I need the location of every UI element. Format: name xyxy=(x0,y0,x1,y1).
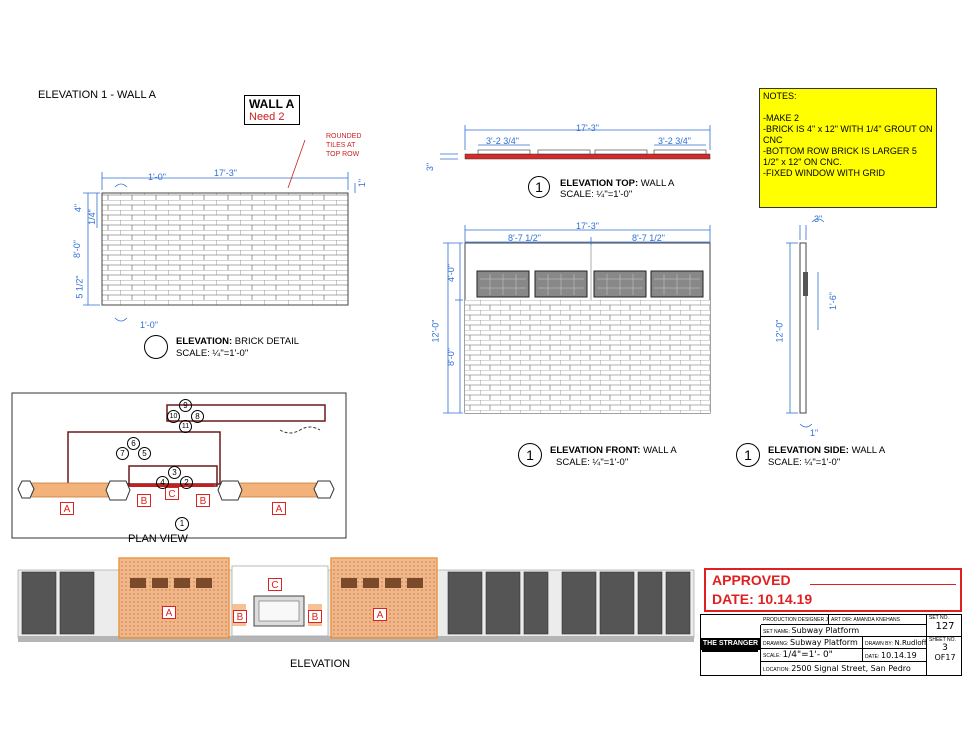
note-item: -FIXED WINDOW WITH GRID xyxy=(763,168,885,178)
wall-a-right-highlight xyxy=(330,557,438,639)
note-item: -BRICK IS 4" x 12" WITH 1/4" GROUT ON CN… xyxy=(763,124,933,145)
brick-width-dim: 17'-3" xyxy=(214,168,237,178)
elev-front-number: 1 xyxy=(518,443,542,467)
elevation-strip-title: ELEVATION xyxy=(290,658,351,670)
plan-marker-9: 9 xyxy=(179,399,192,412)
strip-tag-a-right: A xyxy=(373,608,387,621)
brick-left-quarter-dim: 1/4" xyxy=(86,209,97,225)
wall-box-title: WALL A xyxy=(249,97,295,111)
top-side-dim: 3" xyxy=(425,162,436,172)
front-windows xyxy=(476,270,704,298)
elev-side-number: 1 xyxy=(736,443,760,467)
elev-front-scale: SCALE: ¼"=1'-0" xyxy=(556,457,629,468)
front-right-half-dim: 8'-7 1/2" xyxy=(632,233,665,243)
side-view-wall xyxy=(799,242,807,414)
strip-tag-b-left: B xyxy=(233,610,247,623)
notes-title: NOTES: xyxy=(763,91,797,101)
plan-marker-6: 6 xyxy=(127,437,140,450)
sheet-title: ELEVATION 1 - WALL A xyxy=(38,89,156,101)
plan-marker-1: 1 xyxy=(175,517,189,531)
plan-marker-3: 3 xyxy=(168,466,181,479)
top-left-seg-dim: 3'-2 3/4" xyxy=(486,136,519,146)
brick-right-dim: 1" xyxy=(357,178,368,188)
approved-stamp: APPROVED DATE: 10.14.19 xyxy=(704,568,962,612)
side-bottom-dim: 1" xyxy=(810,428,819,438)
front-height-dim: 12'-0" xyxy=(430,319,441,343)
top-width-dim: 17'-3" xyxy=(576,123,599,133)
brick-left-half-dim: 5 1/2" xyxy=(74,275,85,299)
tb-sheet-no-cell: SHEET NO. 3 OF17 xyxy=(929,637,956,662)
brick-detail-scale: SCALE: ¼"=1'-0" xyxy=(176,348,249,359)
plan-marker-5: 5 xyxy=(138,447,151,460)
tb-drawn-by: DRAWN BY: N.Rudloff xyxy=(863,637,927,649)
plan-marker-7: 7 xyxy=(116,447,129,460)
brick-left-height-dim: 8'-0" xyxy=(71,240,82,258)
tb-drawing: DRAWING: Subway Platform xyxy=(761,637,863,649)
tb-scale: SCALE: 1/4"=1'- 0" xyxy=(761,649,863,662)
side-height-dim: 12'-0" xyxy=(774,319,785,343)
side-mid-dim: 1'-6" xyxy=(827,292,838,310)
top-view-wall xyxy=(464,153,711,160)
elev-front-label: ELEVATION FRONT: WALL A xyxy=(550,445,677,456)
tb-production-designer: PRODUCTION DESIGNER JENNY MOLLER xyxy=(761,615,829,625)
plan-marker-4: 4 xyxy=(156,476,169,489)
front-left-half-dim: 8'-7 1/2" xyxy=(508,233,541,243)
notes-box: NOTES: -MAKE 2 -BRICK IS 4" x 12" WITH 1… xyxy=(759,88,937,208)
front-bottom-dim: 8'-0" xyxy=(445,348,456,366)
side-top-dim: 3" xyxy=(814,214,823,224)
brick-detail-label: ELEVATION: BRICK DETAIL xyxy=(176,336,299,347)
tb-set-name: SET NAME: Subway Platform xyxy=(761,625,927,637)
elev-top-scale: SCALE: ¼"=1'-0" xyxy=(560,189,633,200)
title-block: PRODUCTION DESIGNER JENNY MOLLER ART DIR… xyxy=(700,614,962,676)
plan-marker-10: 10 xyxy=(167,410,180,423)
wall-label-box: WALL A Need 2 xyxy=(244,95,300,125)
plan-marker-8: 8 xyxy=(191,410,204,423)
note-item: -BOTTOM ROW BRICK IS LARGER 5 1/2" x 12"… xyxy=(763,146,917,167)
note-item: -MAKE 2 xyxy=(763,113,800,123)
brick-bottom-dim: 1'-0" xyxy=(140,320,158,330)
strip-tag-b-right: B xyxy=(308,610,322,623)
plan-view-title: PLAN VIEW xyxy=(128,533,188,545)
elev-top-number: 1 xyxy=(528,176,550,198)
front-top-dim: 4'-0" xyxy=(445,264,456,282)
elev-top-label: ELEVATION TOP: WALL A xyxy=(560,178,675,189)
strip-tag-a-left: A xyxy=(162,606,176,619)
plan-marker-2: 2 xyxy=(180,476,193,489)
plan-marker-11: 11 xyxy=(179,420,192,433)
brick-left-top-dim: 4" xyxy=(73,203,84,213)
front-width-dim: 17'-3" xyxy=(576,221,599,231)
tb-logo-cell: THE STRANGER xyxy=(701,625,761,675)
wall-box-need: Need 2 xyxy=(249,111,285,123)
tb-date: DATE: 10.14.19 xyxy=(863,649,927,662)
plan-tag-c: C xyxy=(165,487,179,500)
elev-side-label: ELEVATION SIDE: WALL A xyxy=(768,445,886,456)
brick-detail-wall xyxy=(101,192,349,306)
strip-tag-c: C xyxy=(268,578,282,591)
tb-set-no-cell: SET NO. 127 xyxy=(927,615,961,637)
plan-tag-b-left: B xyxy=(137,494,151,507)
tb-location: LOCATION: 2500 Signal Street, San Pedro xyxy=(761,662,927,675)
plan-tag-b-right: B xyxy=(196,494,210,507)
approved-date: DATE: 10.14.19 xyxy=(712,591,813,607)
wall-a-left-highlight xyxy=(118,557,230,639)
brick-detail-symbol xyxy=(144,335,168,359)
elev-side-scale: SCALE: ¼"=1'-0" xyxy=(768,457,841,468)
brick-top-dim: 1'-0" xyxy=(148,172,166,182)
logo: THE STRANGER xyxy=(701,638,760,650)
tb-art-dir: ART DIR: AMANDA KNEHANS xyxy=(829,615,927,625)
approved-text: APPROVED xyxy=(712,572,791,588)
plan-tag-a-right: A xyxy=(272,502,286,515)
top-right-seg-dim: 3'-2 3/4" xyxy=(658,136,691,146)
plan-tag-a-left: A xyxy=(60,502,74,515)
